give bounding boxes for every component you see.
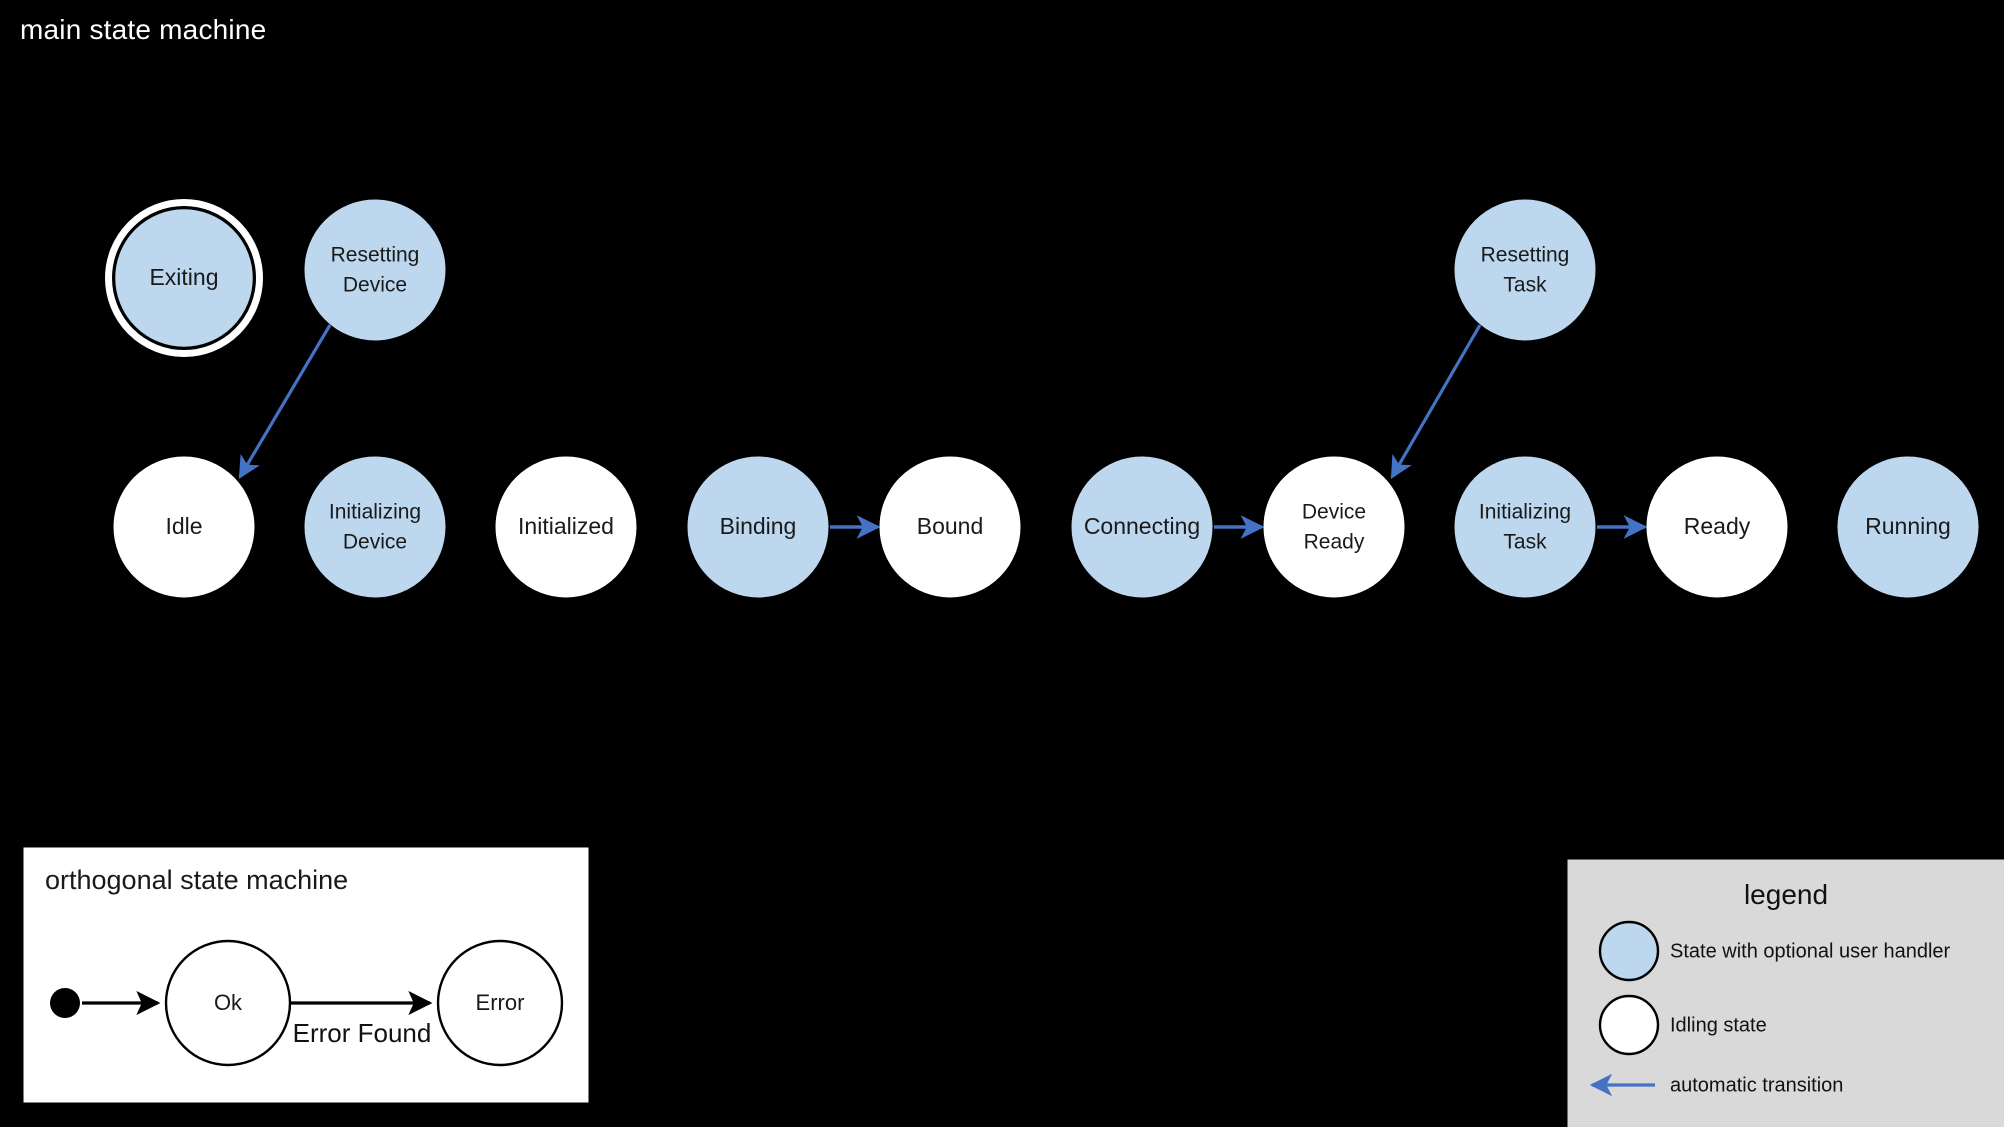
ready-state-circle[interactable]	[1646, 456, 1788, 598]
legend-blue-circle-icon	[1598, 920, 1660, 982]
main-transitions	[238, 324, 1648, 539]
ortho-state-circle-ok[interactable]	[164, 939, 292, 1067]
orthogonal-state-machine-panel: orthogonal state machine Ok Error Found …	[20, 844, 592, 1106]
state-node-device-ready[interactable]: Device Ready	[1263, 456, 1405, 598]
legend-title: legend	[1744, 879, 1828, 910]
ortho-state-label-ok: Ok	[214, 990, 243, 1015]
resetting-device-state-circle[interactable]	[304, 199, 446, 341]
state-node-initializing-task[interactable]: Initializing Task	[1454, 456, 1596, 598]
exiting-final-white-ring	[105, 199, 263, 357]
state-node-idle[interactable]: Idle	[113, 456, 255, 598]
state-node-running[interactable]: Running	[1837, 456, 1979, 598]
state-node-connecting[interactable]: Connecting	[1071, 456, 1213, 598]
state-node-ready[interactable]: Ready	[1646, 456, 1788, 598]
page-title: main state machine	[20, 14, 267, 45]
transition-resetting-task-to-device-ready[interactable]	[1390, 324, 1482, 479]
transition-resetting-device-to-idle[interactable]	[238, 324, 332, 479]
legend-item-idling-state: Idling state	[1598, 994, 1767, 1056]
bound-state-circle[interactable]	[879, 456, 1021, 598]
orthogonal-panel-title: orthogonal state machine	[45, 865, 348, 895]
state-node-resetting-task[interactable]: Resetting Task	[1454, 199, 1596, 341]
legend-label-automatic-transition: automatic transition	[1670, 1074, 1843, 1096]
legend-label-handler-state: State with optional user handler	[1670, 940, 1951, 962]
running-state-circle[interactable]	[1837, 456, 1979, 598]
state-node-bound[interactable]: Bound	[879, 456, 1021, 598]
legend-item-automatic-transition: automatic transition	[1589, 1073, 1843, 1096]
ortho-state-label-error: Error	[476, 990, 525, 1015]
state-node-resetting-device[interactable]: Resetting Device	[304, 199, 446, 341]
initial-state-dot-icon	[50, 988, 80, 1018]
idle-state-circle[interactable]	[113, 456, 255, 598]
state-node-binding[interactable]: Binding	[687, 456, 829, 598]
legend-panel: legend State with optional user handler …	[1567, 859, 2004, 1127]
initialized-state-circle[interactable]	[495, 456, 637, 598]
state-node-initialized[interactable]: Initialized	[495, 456, 637, 598]
state-node-initializing-device[interactable]: Initializing Device	[304, 456, 446, 598]
legend-item-handler-state: State with optional user handler	[1598, 920, 1951, 982]
initializing-task-state-circle[interactable]	[1454, 456, 1596, 598]
exiting-state-circle[interactable]	[112, 206, 256, 350]
legend-white-circle-icon	[1598, 994, 1660, 1056]
ortho-state-circle-error[interactable]	[436, 939, 564, 1067]
legend-label-idling-state: Idling state	[1670, 1014, 1767, 1036]
device-ready-state-circle[interactable]	[1263, 456, 1405, 598]
legend-panel-background	[1567, 859, 2004, 1127]
resetting-task-state-circle[interactable]	[1454, 199, 1596, 341]
transition-label-error-found: Error Found	[293, 1018, 432, 1048]
connecting-state-circle[interactable]	[1071, 456, 1213, 598]
state-node-exiting[interactable]: Exiting	[103, 197, 265, 359]
binding-state-circle[interactable]	[687, 456, 829, 598]
initializing-device-state-circle[interactable]	[304, 456, 446, 598]
